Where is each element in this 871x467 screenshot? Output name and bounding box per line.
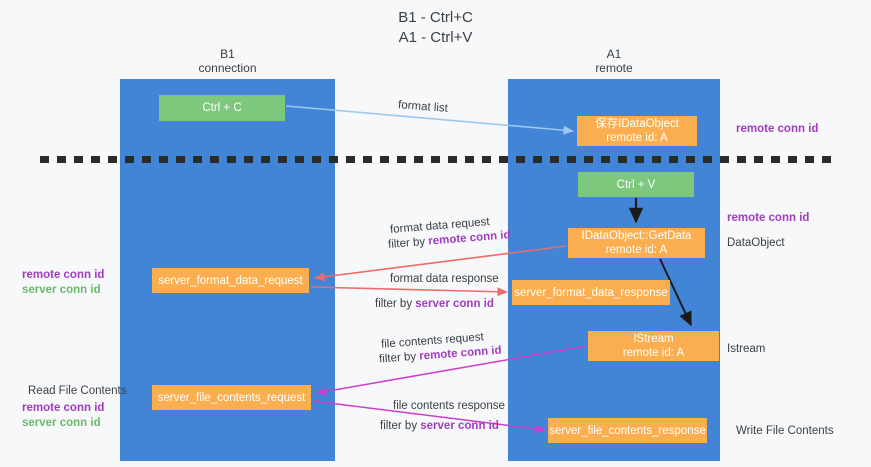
annotation-remote-conn-id-top: remote conn id [736,123,819,135]
filter-prefix: filter by [387,235,429,251]
edge-getdata-to-istream [659,258,692,327]
annotation-left-server-conn-id-1: server conn id [22,284,101,296]
annotation-left-conn-ids-bottom: remote conn id server conn id [22,401,104,431]
edge-format-list [285,105,574,135]
edge-file-contents-response [312,400,546,434]
node-server-file-contents-request-label: server_file_contents_request [157,391,306,404]
node-ctrl-v[interactable]: Ctrl + V [578,172,694,197]
annotation-left-remote-conn-id-2: remote conn id [22,402,105,414]
node-ctrl-c[interactable]: Ctrl + C [159,95,285,121]
column-header-b1-name: B1 [220,47,235,61]
node-save-idataobject[interactable]: 保存IDataObject remote id: A [577,116,697,146]
node-idataobject-getdata-text: IDataObject::GetData remote id: A [582,229,692,257]
filter-prefix: filter by [380,420,421,432]
node-idataobject-getdata-line2: remote id: A [605,244,668,256]
phase-divider [40,156,835,163]
annotation-istream: Istream [727,343,766,355]
filter-key-server-conn-id: server conn id [415,298,494,310]
edge-format-data-response [310,286,508,297]
node-idataobject-getdata[interactable]: IDataObject::GetData remote id: A [568,228,705,258]
column-header-b1: B1 connection [120,47,335,75]
node-server-file-contents-response[interactable]: server_file_contents_response [548,418,707,443]
node-server-format-data-request-label: server_format_data_request [158,274,303,287]
annotation-dataobject: DataObject [727,237,785,249]
node-server-format-data-response-label: server_format_data_response [514,286,668,299]
annotation-left-remote-conn-id-1: remote conn id [22,269,105,281]
node-istream-line2: remote id: A [622,347,685,359]
page-title-line2: A1 - Ctrl+V [398,29,473,46]
edge-file-contents-request [316,345,587,396]
filter-key-server-conn-id: server conn id [420,420,499,432]
node-ctrl-v-label: Ctrl + V [616,178,656,191]
edge-format-data-request [314,245,567,282]
annotation-left-conn-ids-top: remote conn id server conn id [22,268,104,298]
column-header-a1-role: remote [595,61,633,75]
column-header-a1-name: A1 [606,47,622,61]
node-server-format-data-response[interactable]: server_format_data_response [512,280,670,305]
page-title-line1: B1 - Ctrl+C [398,9,473,26]
edge-label-file-contents-response: file contents response [393,400,505,412]
annotation-remote-conn-id-mid: remote conn id [727,212,810,224]
node-istream-text: IStream remote id: A [623,332,684,360]
edge-label-file-contents-response-filter: filter by server conn id [380,419,499,434]
node-server-file-contents-response-label: server_file_contents_response [549,424,706,437]
node-istream-line1: IStream [633,333,674,345]
node-save-idataobject-line1: 保存IDataObject [595,118,679,130]
filter-prefix: filter by [375,298,416,310]
node-idataobject-getdata-line1: IDataObject::GetData [581,230,692,242]
annotation-write-file-contents: Write File Contents [736,425,834,437]
annotation-left-server-conn-id-2: server conn id [22,417,101,429]
edge-label-format-data-response-filter: filter by server conn id [375,297,494,312]
column-header-a1: A1 remote [508,47,720,75]
filter-prefix: filter by [378,350,420,366]
node-save-idataobject-line2: remote id: A [606,132,668,144]
annotation-read-file-contents: Read File Contents [28,385,127,397]
node-save-idataobject-text: 保存IDataObject remote id: A [595,117,679,145]
edge-label-format-data-response: format data response [390,273,499,285]
column-header-b1-role: connection [198,61,257,75]
page-title: B1 - Ctrl+C A1 - Ctrl+V [0,8,871,48]
node-istream[interactable]: IStream remote id: A [588,331,719,361]
node-server-format-data-request[interactable]: server_format_data_request [152,268,309,293]
node-ctrl-c-label: Ctrl + C [202,102,242,114]
node-server-file-contents-request[interactable]: server_file_contents_request [152,385,311,410]
